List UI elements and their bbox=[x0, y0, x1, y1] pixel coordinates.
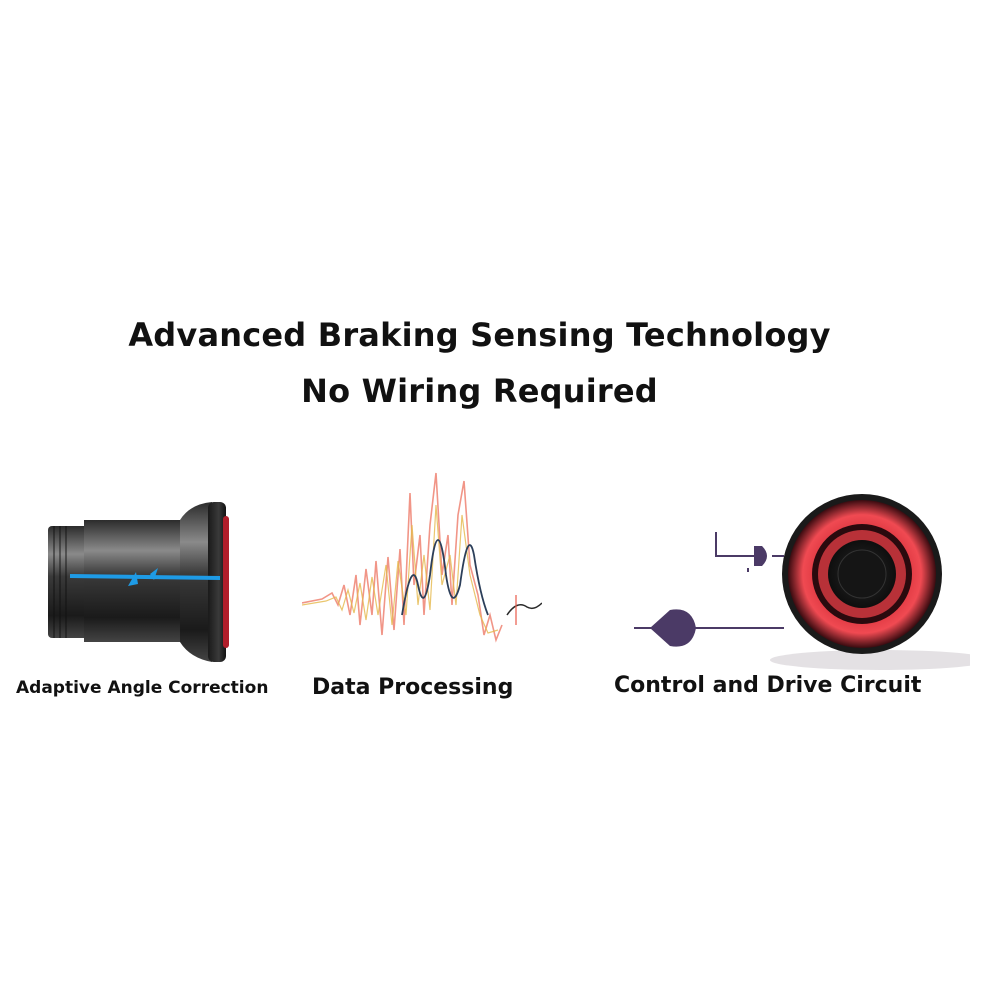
headline-line-1: Advanced Braking Sensing Technology bbox=[128, 316, 831, 354]
feature-label-data-processing: Data Processing bbox=[312, 675, 514, 700]
signal-waveform-icon bbox=[302, 472, 542, 643]
tail-light-side-view-icon bbox=[48, 502, 229, 662]
feature-label-adaptive-angle: Adaptive Angle Correction bbox=[16, 678, 269, 698]
feature-label-control-circuit: Control and Drive Circuit bbox=[614, 673, 922, 698]
headline-line-2: No Wiring Required bbox=[301, 372, 658, 410]
tail-light-front-view-icon bbox=[634, 494, 970, 670]
